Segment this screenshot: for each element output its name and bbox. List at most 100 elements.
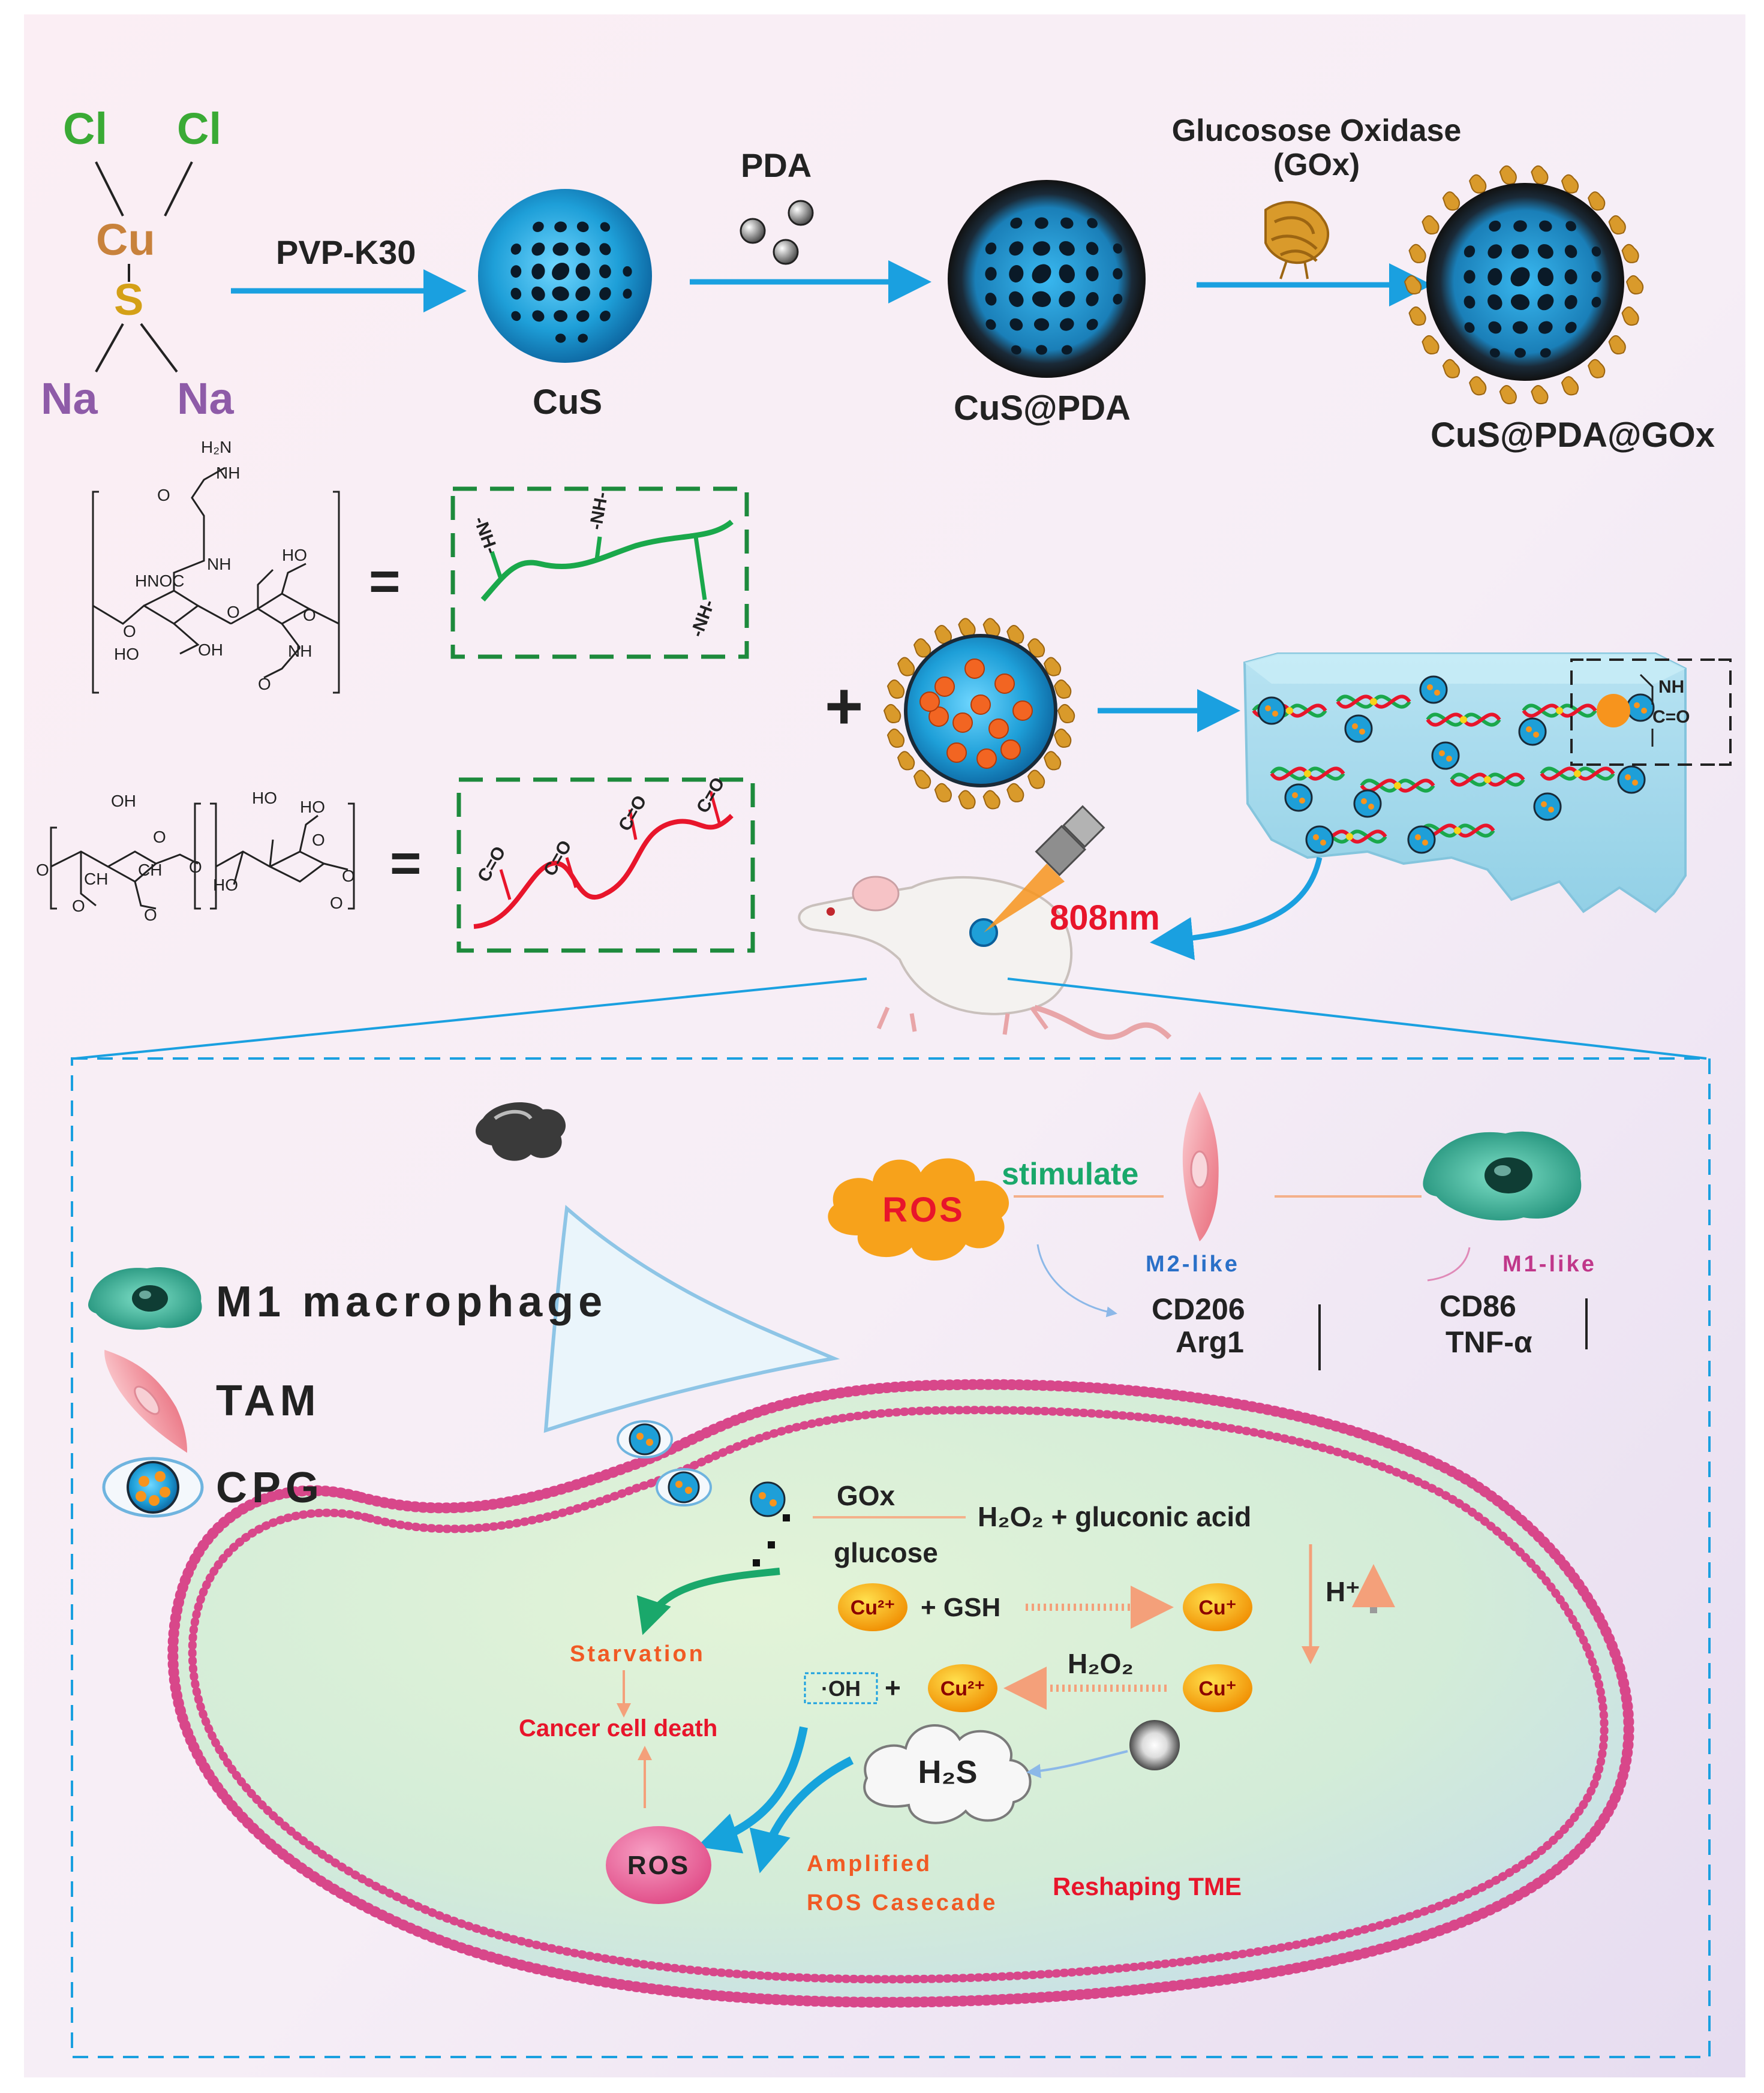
gox-enzyme xyxy=(913,769,931,789)
pore xyxy=(531,286,545,301)
pore xyxy=(533,221,544,232)
cancer-cell xyxy=(167,1379,1634,2008)
gel-particle-bead xyxy=(1320,840,1326,846)
synthesis-arrow-1: PVP-K30 xyxy=(231,233,467,312)
synthesis-arrow-3: Glucosose Oxidase (GOx) xyxy=(1172,113,1462,306)
crosslink-point xyxy=(1346,833,1353,840)
m1-tick xyxy=(1427,1247,1471,1282)
gox-enzyme xyxy=(982,790,1000,810)
ros-to-markers-arrow xyxy=(1036,1244,1117,1318)
gel-particle-bead xyxy=(1427,684,1433,690)
pore xyxy=(576,221,589,233)
gox-enzyme xyxy=(1531,165,1549,185)
equals-sign-bottom: = xyxy=(390,834,422,894)
gox-enzyme xyxy=(1621,243,1639,263)
pore xyxy=(623,288,632,299)
legend-m1-label: M1 macrophage xyxy=(216,1278,607,1326)
pore xyxy=(623,266,632,277)
gel-particle xyxy=(1626,693,1655,722)
laser-label: 808nm xyxy=(1050,898,1160,937)
cus-pda-gox-nanoparticle xyxy=(1404,165,1644,405)
pore xyxy=(510,265,522,278)
synthesis-arrow-2: PDA xyxy=(690,146,931,303)
pore xyxy=(1060,217,1074,229)
gel-particle-bead xyxy=(1533,732,1539,738)
pore xyxy=(1564,294,1577,309)
gox-intracellular-label: GOx xyxy=(837,1480,895,1511)
gox-enzyme xyxy=(1057,704,1075,723)
pore xyxy=(1591,271,1601,282)
gox-enzyme xyxy=(1442,191,1461,211)
pore xyxy=(1464,322,1475,333)
gox-enzyme-icon xyxy=(1264,201,1329,279)
pda-label: PDA xyxy=(741,146,812,184)
gel-particle-bead xyxy=(1439,750,1445,756)
oxidized-polysaccharide-structure xyxy=(50,802,355,910)
hydrogel-cube xyxy=(1243,652,1687,913)
drug-bead xyxy=(946,742,967,763)
gel-particle-bead xyxy=(1634,702,1640,708)
amplified-label-line2: ROS Casecade xyxy=(807,1890,997,1915)
pore xyxy=(1036,345,1047,355)
svg-text:HO: HO xyxy=(213,876,238,894)
svg-text:H₂N: H₂N xyxy=(201,438,232,456)
pore xyxy=(578,333,588,343)
pore xyxy=(1086,266,1099,282)
cd206-label: CD206 xyxy=(1152,1292,1245,1326)
amplified-label-line1: Amplified xyxy=(807,1851,932,1877)
svg-text:ROS: ROS xyxy=(627,1851,690,1880)
gox-enzyme xyxy=(883,704,901,723)
pore xyxy=(511,311,521,321)
precursor-structure: Cl Cl Cu S Na Na xyxy=(41,104,234,423)
gox-enzyme xyxy=(1043,751,1062,771)
hydrogel-fragment xyxy=(476,1102,566,1161)
chitosan-labels: H₂N NH O NH HNOC HO O O HO OH NH O O xyxy=(114,438,316,693)
gel-particle-bead xyxy=(1548,807,1554,813)
pore xyxy=(1487,294,1502,310)
cell-membrane-inner xyxy=(188,1406,1609,1984)
crosslink-point xyxy=(1460,716,1467,723)
gel-particle xyxy=(1344,714,1373,743)
legend: M1 macrophage TAM CPG xyxy=(88,1267,607,1518)
pore xyxy=(510,243,521,255)
zoom-line-right xyxy=(1007,978,1707,1060)
gox-enzyme xyxy=(1588,359,1606,378)
pore xyxy=(599,243,611,255)
pore xyxy=(599,264,611,279)
zoom-line-left xyxy=(74,978,867,1060)
pore xyxy=(1464,296,1475,309)
pore xyxy=(1464,245,1475,258)
drug-bead xyxy=(994,673,1015,694)
gox-label-line1: Glucosose Oxidase xyxy=(1172,113,1462,148)
gox-enzyme xyxy=(1404,275,1422,294)
pore xyxy=(1059,291,1075,308)
gel-particle-bead xyxy=(1359,729,1365,735)
stimulate-label: stimulate xyxy=(1002,1157,1138,1192)
pore xyxy=(1511,244,1529,259)
svg-text:NH: NH xyxy=(1658,677,1684,697)
pore xyxy=(1564,245,1577,258)
drug-bead xyxy=(934,676,955,697)
gox-label-line2: (GOx) xyxy=(1273,148,1360,182)
gox-enzyme xyxy=(1531,385,1549,405)
svg-text:O: O xyxy=(36,861,49,879)
pore xyxy=(1512,321,1528,334)
pore xyxy=(1514,348,1526,358)
pore xyxy=(1537,294,1554,311)
gox-enzyme xyxy=(1499,165,1517,185)
crosslink-dot xyxy=(1597,694,1630,727)
pore xyxy=(1086,242,1099,255)
glucose-depletion-arrow xyxy=(636,1568,780,1635)
gox-enzyme xyxy=(897,657,915,676)
mouse-illustration xyxy=(798,805,1172,1040)
gel-particle-bead xyxy=(1272,711,1278,717)
cus-pda-nanoparticle xyxy=(948,180,1146,378)
svg-text:O: O xyxy=(123,622,136,640)
cus-nanoparticle xyxy=(478,189,652,363)
cus-pda-gox-label: CuS@PDA@GOx xyxy=(1431,416,1715,455)
svg-text:NH: NH xyxy=(216,464,240,482)
gel-particle-bead xyxy=(1361,798,1367,804)
ros-burst: ROS xyxy=(828,1158,1009,1261)
pore xyxy=(554,221,567,233)
pore xyxy=(1011,345,1021,355)
